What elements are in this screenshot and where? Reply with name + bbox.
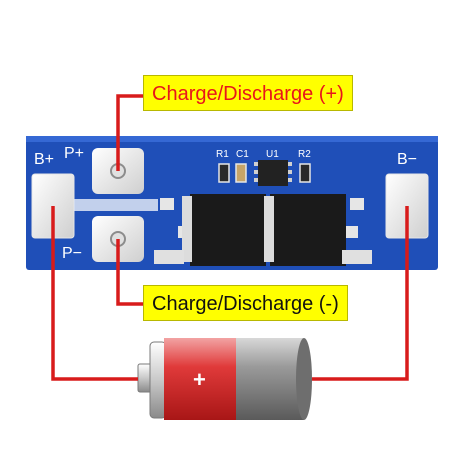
mosfet-2-pad <box>264 196 274 262</box>
ic-pin <box>288 178 292 182</box>
battery-plus-symbol: + <box>193 367 206 392</box>
ic-pin <box>254 178 258 182</box>
mosfet-1-body <box>190 194 266 266</box>
wiring <box>51 94 409 381</box>
mosfet-2-tab-top <box>350 198 364 210</box>
pcb-highlight <box>26 136 438 142</box>
label-r2: R2 <box>298 149 311 160</box>
wire-plus-callout <box>116 94 143 171</box>
protection-board <box>26 136 438 270</box>
battery <box>137 338 312 420</box>
ic-pin <box>288 162 292 166</box>
label-u1: U1 <box>266 149 279 160</box>
label-c1: C1 <box>236 149 249 160</box>
battery-end <box>296 338 312 420</box>
resistor-r1 <box>218 163 230 183</box>
battery-gray-section <box>236 338 304 420</box>
copper-trace <box>74 199 158 211</box>
ic-pin <box>254 170 258 174</box>
callout-charge-discharge-minus: Charge/Discharge (-) <box>143 285 348 321</box>
mosfet-2-tab-bottom <box>346 226 358 238</box>
callout-charge-discharge-plus: Charge/Discharge (+) <box>143 75 353 111</box>
mosfet-1-lead <box>154 250 184 264</box>
ic-u1 <box>258 160 288 186</box>
label-b-minus: B− <box>397 151 418 168</box>
label-p-minus: P− <box>62 245 83 262</box>
ic-pin <box>254 162 258 166</box>
battery-red-section <box>164 338 236 420</box>
label-b-plus: B+ <box>34 151 55 168</box>
wire-battery-positive <box>51 206 138 381</box>
mosfet-1-tab-top <box>160 198 174 210</box>
ic-pin <box>288 170 292 174</box>
mosfet-2-lead <box>342 250 372 264</box>
label-p-plus: P+ <box>64 145 85 162</box>
wire-battery-negative <box>312 206 409 381</box>
mosfet-1-pad <box>182 196 192 262</box>
battery-cap-ring <box>149 341 167 419</box>
wire-minus-callout <box>116 239 143 306</box>
resistor-r2 <box>299 163 311 183</box>
capacitor-c1 <box>235 163 247 183</box>
mosfet-2-body <box>270 194 346 266</box>
label-r1: R1 <box>216 149 229 160</box>
